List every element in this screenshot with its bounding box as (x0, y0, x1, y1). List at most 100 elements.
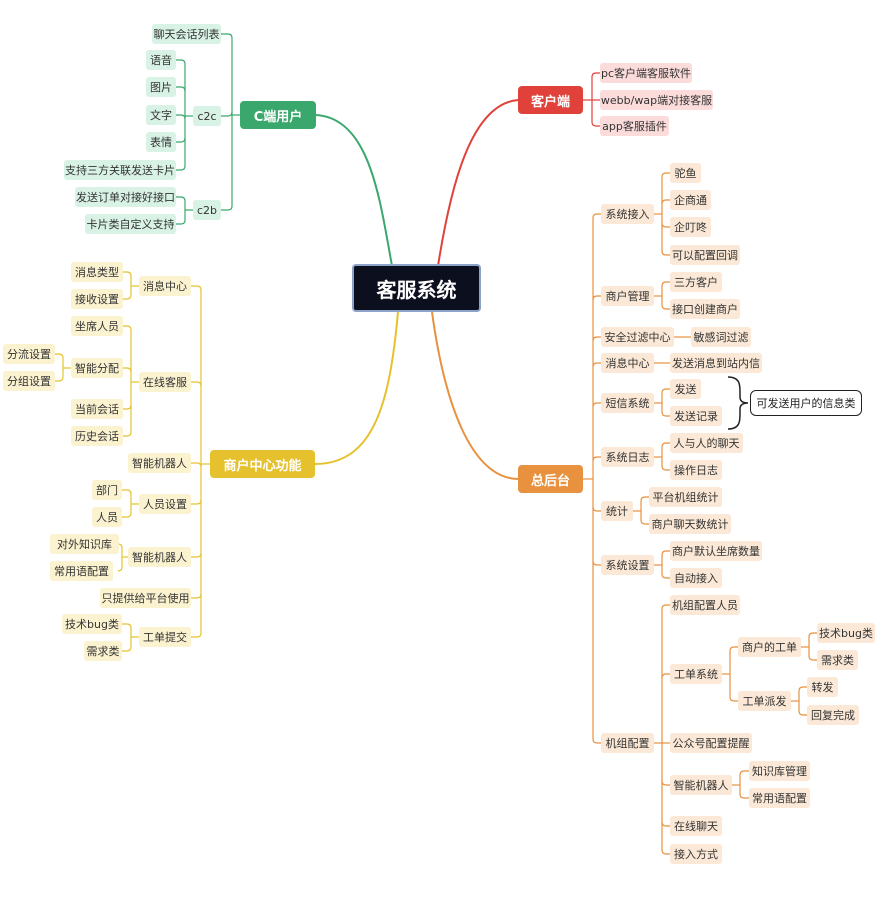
merchant-bot-1[interactable]: 智能机器人 (128, 453, 191, 473)
smart-split[interactable]: 分流设置 (3, 344, 55, 364)
access-item-3[interactable]: 企叮咚 (670, 217, 711, 237)
c2c-item-card[interactable]: 支持三方关联发送卡片 (64, 160, 176, 180)
ticket-dispatch[interactable]: 工单派发 (738, 691, 791, 711)
merchant-ticket[interactable]: 工单提交 (139, 627, 191, 647)
branch-client[interactable]: 客户端 (518, 86, 583, 114)
bot2-branch (117, 566, 123, 572)
c2b-branch (176, 196, 186, 202)
c2b-item-order[interactable]: 发送订单对接好接口 (75, 187, 176, 207)
admin-access[interactable]: 系统接入 (601, 204, 654, 224)
branch-merchant[interactable]: 商户中心功能 (210, 450, 315, 478)
admin-branch (592, 213, 601, 219)
admin-stats[interactable]: 统计 (601, 501, 633, 521)
ticket-demand[interactable]: 需求类 (84, 641, 122, 661)
crew-access-mode[interactable]: 接入方式 (670, 844, 722, 864)
c2c-item-image[interactable]: 图片 (146, 77, 176, 97)
dispatch-done[interactable]: 回复完成 (807, 705, 859, 725)
ticket-branch (122, 623, 132, 629)
online-cs-seat[interactable]: 坐席人员 (71, 316, 123, 336)
msg-center-receive[interactable]: 接收设置 (71, 289, 123, 309)
merchant-bot-2[interactable]: 智能机器人 (128, 547, 191, 567)
link-root-client (437, 99, 519, 267)
merchant-staff[interactable]: 人员设置 (139, 494, 191, 514)
smart-group[interactable]: 分组设置 (3, 371, 55, 391)
crew-bot[interactable]: 智能机器人 (670, 775, 732, 795)
admin-branch (592, 402, 601, 408)
access-branch (661, 250, 670, 256)
log-branch (661, 442, 670, 448)
crew-wechat-remind[interactable]: 公众号配置提醒 (670, 733, 752, 753)
admin-merchant-mgmt[interactable]: 商户管理 (601, 286, 654, 306)
client-item-web[interactable]: webb/wap端对接客服 (600, 90, 713, 110)
admin-log[interactable]: 系统日志 (601, 447, 654, 467)
merchant-platform-only[interactable]: 只提供给平台使用 (100, 588, 191, 608)
c2c-item-emoji[interactable]: 表情 (146, 132, 176, 152)
settings-item-2[interactable]: 自动接入 (670, 568, 722, 588)
merchant-online-cs[interactable]: 在线客服 (139, 372, 191, 392)
crew-bot-phrases[interactable]: 常用语配置 (749, 788, 810, 808)
message-item-1[interactable]: 发送消息到站内信 (670, 353, 762, 373)
c2b-item-card-custom[interactable]: 卡片类自定义支持 (85, 214, 176, 234)
online-cs-current[interactable]: 当前会话 (71, 399, 123, 419)
branch-admin[interactable]: 总后台 (518, 465, 583, 493)
sms-item-send[interactable]: 发送 (670, 379, 701, 399)
branch-c-user[interactable]: C端用户 (240, 101, 316, 129)
stats-item-2[interactable]: 商户聊天数统计 (649, 514, 731, 534)
msgc-branch (123, 271, 132, 277)
msg-center-type[interactable]: 消息类型 (71, 262, 123, 282)
staff-person[interactable]: 人员 (92, 507, 122, 527)
log-item-2[interactable]: 操作日志 (670, 460, 722, 480)
settings-item-1[interactable]: 商户默认坐席数量 (670, 541, 762, 561)
online-cs-history[interactable]: 历史会话 (71, 426, 123, 446)
staff-dept[interactable]: 部门 (92, 480, 122, 500)
merchant-ticket-demand[interactable]: 需求类 (817, 650, 858, 670)
staff-branch (122, 489, 132, 495)
sms-item-record[interactable]: 发送记录 (670, 406, 722, 426)
merchant-mgmt-item-2[interactable]: 接口创建商户 (670, 299, 740, 319)
online-cs-smart[interactable]: 智能分配 (71, 358, 123, 378)
c2c-node[interactable]: c2c (193, 106, 221, 126)
security-item-1[interactable]: 敏感词过滤 (691, 327, 751, 347)
merchant-msg-center[interactable]: 消息中心 (139, 276, 191, 296)
dispatch-branch (798, 710, 807, 716)
merchant-mgmt-item-1[interactable]: 三方客户 (670, 272, 722, 292)
smart-branch (55, 376, 64, 382)
admin-security[interactable]: 安全过滤中心 (601, 327, 674, 347)
c2b-node[interactable]: c2b (193, 200, 221, 220)
log-item-1[interactable]: 人与人的聊天 (670, 433, 743, 453)
dispatch-forward[interactable]: 转发 (807, 677, 838, 697)
crew-staff[interactable]: 机组配置人员 (670, 595, 740, 615)
access-branch (661, 172, 670, 178)
admin-sms[interactable]: 短信系统 (601, 393, 654, 413)
admin-crew[interactable]: 机组配置 (601, 733, 654, 753)
ticket-merchant[interactable]: 商户的工单 (738, 637, 801, 657)
admin-message[interactable]: 消息中心 (601, 353, 654, 373)
access-item-2[interactable]: 企商通 (670, 190, 711, 210)
ticket-branch (122, 646, 132, 652)
crewbot-branch (739, 770, 749, 776)
admin-settings[interactable]: 系统设置 (601, 555, 654, 575)
c-user-chat-list[interactable]: 聊天会话列表 (152, 24, 221, 44)
onlinecs-branch (123, 431, 132, 437)
sms-branch (661, 388, 670, 394)
c2c-item-text[interactable]: 文字 (146, 105, 176, 125)
access-item-4[interactable]: 可以配置回调 (670, 245, 740, 265)
access-item-1[interactable]: 驼鱼 (670, 163, 701, 183)
crewbot-branch (739, 793, 749, 799)
root-node[interactable]: 客服系统 (352, 264, 481, 312)
ticketsys-branch (729, 696, 738, 702)
bot2-kb[interactable]: 对外知识库 (50, 534, 119, 554)
crew-online-chat[interactable]: 在线聊天 (670, 816, 722, 836)
mm-branch (661, 281, 670, 287)
c2c-item-voice[interactable]: 语音 (146, 50, 176, 70)
ticket-bug[interactable]: 技术bug类 (62, 614, 122, 634)
client-item-pc[interactable]: pc客户端客服软件 (600, 63, 692, 83)
mticket-branch (808, 632, 817, 638)
bot2-phrases[interactable]: 常用语配置 (50, 561, 113, 581)
merchant-ticket-bug[interactable]: 技术bug类 (817, 623, 875, 643)
stats-item-1[interactable]: 平台机组统计 (649, 487, 722, 507)
client-item-app[interactable]: app客服插件 (600, 116, 669, 136)
crew-bot-kb[interactable]: 知识库管理 (749, 761, 810, 781)
crew-ticket-sys[interactable]: 工单系统 (670, 664, 722, 684)
c2c-branch (176, 86, 186, 92)
